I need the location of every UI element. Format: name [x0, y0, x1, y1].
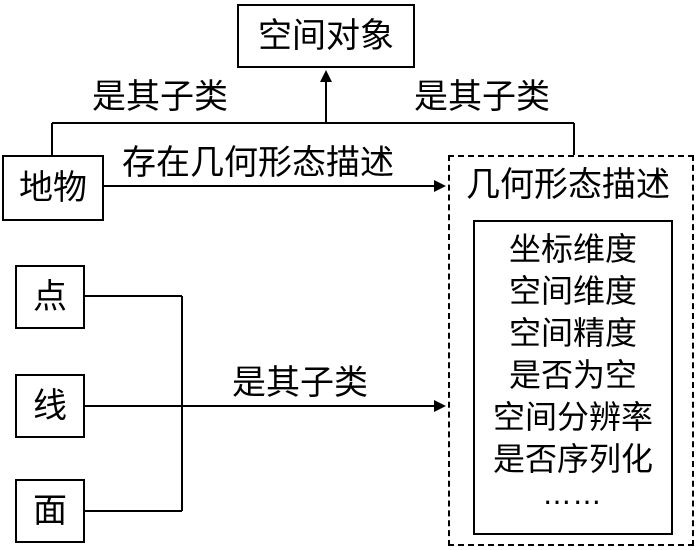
point-node: 点	[15, 265, 85, 329]
attribute-list-box: 坐标维度 空间维度 空间精度 是否为空 空间分辨率 是否序列化 ……	[473, 220, 673, 535]
geometry-description-title: 几何形态描述	[466, 165, 670, 205]
edge-label-has-geometry: 存在几何形态描述	[122, 143, 394, 183]
surface-node: 面	[15, 479, 85, 543]
feature-label: 地物	[19, 168, 87, 208]
attribute-item-coordinate-dimension: 坐标维度	[508, 230, 637, 268]
edge-label-subclass-bottom: 是其子类	[232, 363, 368, 403]
attribute-item-spatial-precision: 空间精度	[508, 314, 637, 352]
spatial-object-node: 空间对象	[237, 4, 415, 68]
attribute-item-is-empty: 是否为空	[508, 356, 637, 394]
attribute-list: 坐标维度 空间维度 空间精度 是否为空 空间分辨率 是否序列化 ……	[493, 222, 653, 510]
attribute-item-is-serialized: 是否序列化	[492, 440, 653, 478]
line-node: 线	[15, 374, 85, 438]
point-label: 点	[33, 277, 67, 317]
surface-label: 面	[33, 491, 67, 531]
attribute-item-spatial-resolution: 空间分辨率	[492, 398, 653, 436]
geometry-description-group	[448, 155, 694, 546]
line-label: 线	[33, 386, 67, 426]
edge-label-subclass-left: 是其子类	[92, 77, 228, 117]
spatial-object-label: 空间对象	[258, 16, 394, 56]
edge-label-subclass-right: 是其子类	[414, 77, 550, 117]
attribute-item-spatial-dimension: 空间维度	[508, 272, 637, 310]
feature-node: 地物	[2, 155, 104, 221]
attribute-ellipsis: ……	[542, 478, 603, 511]
